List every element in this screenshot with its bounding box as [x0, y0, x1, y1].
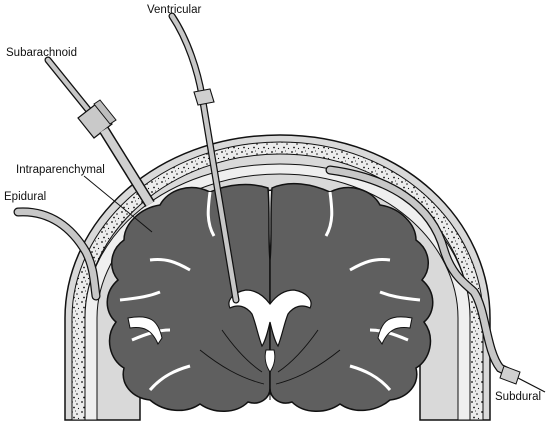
- sulcus: [324, 191, 334, 237]
- sulcus: [349, 258, 391, 272]
- sulcus: [119, 290, 161, 302]
- label-intraparenchymal: Intraparenchymal: [16, 164, 105, 176]
- intraparenchymal-leader: [83, 175, 153, 233]
- sylvian-fissure-right: [377, 316, 413, 346]
- label-subarachnoid: Subarachnoid: [6, 47, 77, 59]
- ventricular-catheter: [168, 12, 240, 304]
- lateral-ventricles: [228, 289, 312, 348]
- sulcus: [349, 364, 392, 391]
- subdural-connector: [499, 365, 521, 385]
- third-ventricle: [264, 349, 276, 373]
- bolt-head: [77, 103, 113, 139]
- sylvian-fissure-left: [127, 316, 163, 346]
- ventricular-clamp: [193, 88, 215, 106]
- label-ventricular: Ventricular: [147, 4, 202, 16]
- subarachnoid-bolt: [44, 56, 155, 207]
- label-epidural: Epidural: [4, 191, 46, 203]
- brain-right-hemisphere: [269, 182, 434, 412]
- sulcus: [149, 258, 191, 272]
- internal-capsule-right: [277, 329, 319, 373]
- internal-capsule-left: [221, 329, 263, 373]
- label-subdural: Subdural: [495, 391, 541, 403]
- sulcus: [379, 290, 421, 302]
- skull-diploe: [71, 141, 484, 421]
- sulcus: [206, 191, 216, 237]
- brain-section: [106, 182, 434, 412]
- subdural-tube-exit: [517, 377, 546, 393]
- sulcus: [148, 364, 191, 391]
